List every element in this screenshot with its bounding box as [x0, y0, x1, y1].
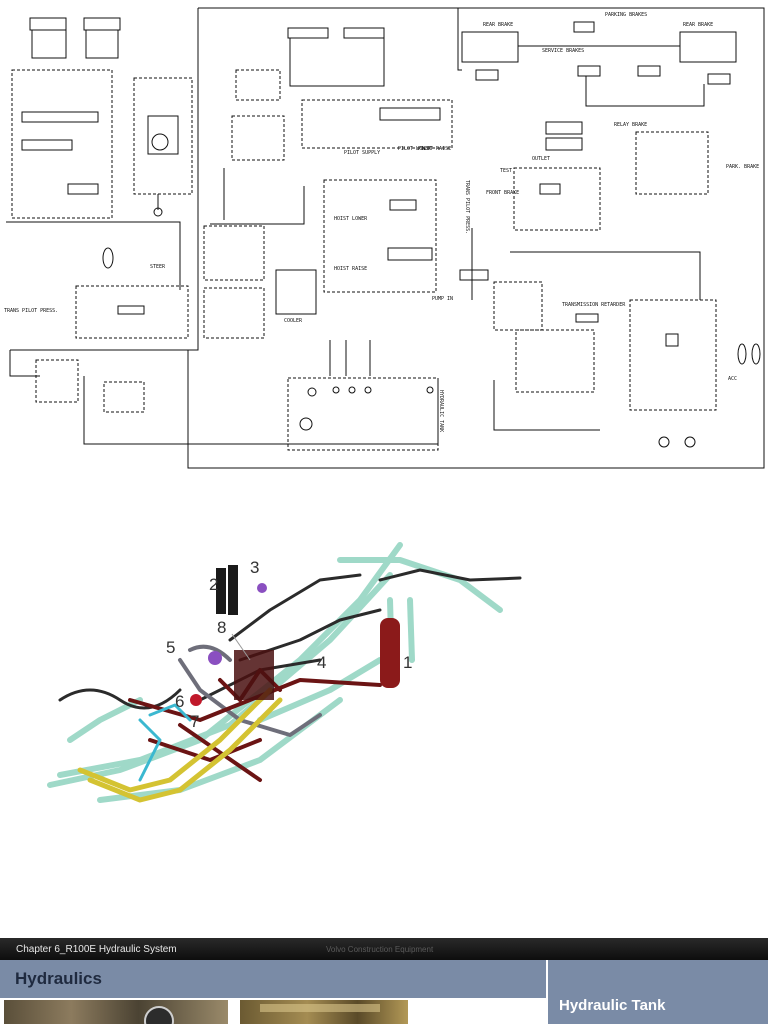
label-pilot-lower: PILOT LOWER [398, 146, 432, 152]
label-test: TEST [500, 168, 512, 174]
hydraulic-schematic: REAR BRAKE PARKING BRAKES REAR BRAKE SER… [4, 7, 765, 469]
label-pilot-raise: PILOT RAISE [418, 146, 451, 152]
callout-4: 4 [317, 653, 326, 672]
valve-purple [257, 583, 267, 593]
label-service-brakes: SERVICE BRAKES [542, 48, 584, 54]
frame-hoses [47, 542, 503, 803]
label-rear-brake-left: REAR BRAKE [483, 22, 513, 28]
label-trans-pilot-press: TRANS PILOT PRESS. [4, 308, 58, 314]
section-header: Hydraulics [0, 960, 546, 998]
callout-2: 2 [209, 575, 218, 594]
callout-6: 6 [175, 692, 184, 711]
brand-watermark: Volvo Construction Equipment [326, 944, 434, 954]
hoist-hoses [77, 687, 283, 803]
label-front-brake: FRONT BRAKE [486, 190, 519, 196]
label-rear-brake-right: REAR BRAKE [683, 22, 713, 28]
pump-red [190, 694, 202, 706]
label-transmission-retarder: TRANSMISSION RETARDER [562, 302, 626, 308]
section-title: Hydraulics [15, 969, 102, 988]
cyan-hoses [138, 703, 192, 782]
callout-8: 8 [217, 618, 226, 637]
photo-hydraulic-gauge [4, 1000, 228, 1024]
label-park-brake: PARK. BRAKE [726, 164, 759, 170]
label-cooler: COOLER [284, 318, 303, 324]
label-outlet: OUTLET [532, 156, 550, 162]
label-pump-in: PUMP IN [432, 296, 453, 302]
hydraulic-tank-component [380, 618, 400, 688]
callout-3: 3 [250, 558, 259, 577]
label-trans-pilot-press-vertical: TRANS PILOT PRESS. [464, 180, 470, 234]
label-parking-brakes: PARKING BRAKES [605, 12, 647, 18]
hydraulic-assembly-illustration: 1 2 3 4 5 6 7 8 [47, 542, 522, 803]
side-panel-title: Hydraulic Tank [559, 997, 666, 1014]
dark-hoses [58, 568, 522, 710]
callout-7: 7 [190, 712, 199, 731]
label-hoist-lower: HOIST LOWER [334, 216, 368, 222]
valve-block-maroon [234, 650, 274, 700]
callout-1: 1 [403, 653, 412, 672]
chapter-footer-bar: Chapter 6_R100E Hydraulic System Volvo C… [0, 938, 768, 960]
label-steer: STEER [150, 264, 166, 270]
accumulator-b [228, 565, 238, 615]
label-pilot-supply: PILOT SUPPLY [344, 150, 380, 156]
callout-5: 5 [166, 638, 175, 657]
label-acc: ACC [728, 376, 737, 382]
side-panel: Hydraulic Tank [548, 960, 768, 1024]
chapter-title: Chapter 6_R100E Hydraulic System [16, 943, 177, 955]
label-hoist-raise: HOIST RAISE [334, 266, 367, 272]
label-hydraulic-tank: HYDRAULIC TANK [438, 390, 444, 432]
label-relay-brake: RELAY BRAKE [614, 122, 647, 128]
accumulator-a [216, 568, 226, 614]
photo-hydraulic-tank [240, 1000, 408, 1024]
valve-purple-lower [208, 651, 222, 665]
